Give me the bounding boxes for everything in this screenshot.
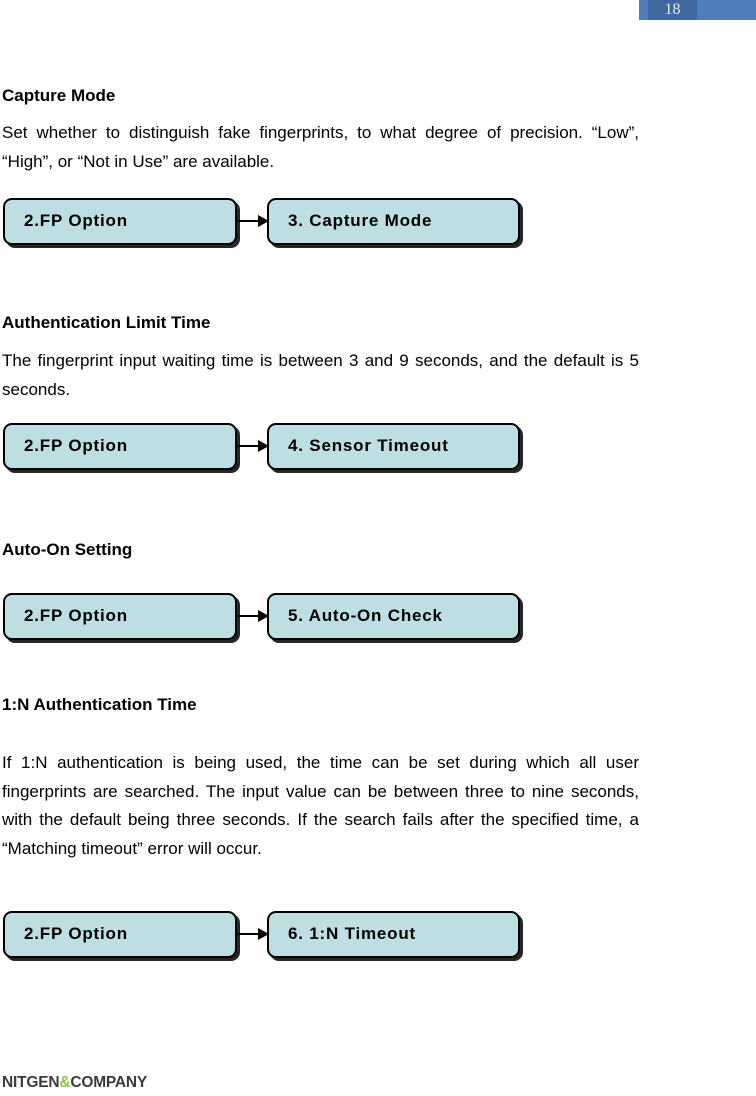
page-header-bar: 18 <box>639 0 756 20</box>
section-heading-1n-auth-time: 1:N Authentication Time <box>2 695 197 714</box>
flow-diagram-auto-on-check: 2.FP Option 5. Auto-On Check <box>3 591 520 641</box>
nitgen-company-logo: NITGEN&COMPANY <box>2 1074 147 1092</box>
flow-diagram-capture-mode: 2.FP Option 3. Capture Mode <box>3 196 520 246</box>
flow-box-auto-on-check: 5. Auto-On Check <box>267 592 520 640</box>
flow-box-sensor-timeout: 4. Sensor Timeout <box>267 422 520 470</box>
section-body-auth-limit-time: The fingerprint input waiting time is be… <box>2 351 639 399</box>
section-heading-auth-limit-time: Authentication Limit Time <box>2 313 211 332</box>
section-heading-capture-mode: Capture Mode <box>2 86 116 105</box>
flow-box-fp-option: 2.FP Option <box>3 910 237 958</box>
flow-box-fp-option: 2.FP Option <box>3 197 237 245</box>
logo-text-nitgen: NITGEN <box>2 1074 60 1091</box>
logo-text-company: COMPANY <box>70 1074 148 1091</box>
arrow-right-icon <box>237 615 267 617</box>
flow-box-fp-option: 2.FP Option <box>3 422 237 470</box>
arrow-right-icon <box>237 933 267 935</box>
arrow-right-icon <box>237 220 267 222</box>
flow-diagram-sensor-timeout: 2.FP Option 4. Sensor Timeout <box>3 421 520 471</box>
page-number: 18 <box>664 1 681 18</box>
section-body-capture-mode: Set whether to distinguish fake fingerpr… <box>2 123 639 171</box>
section-heading-auto-on-setting: Auto-On Setting <box>2 540 133 559</box>
logo-ampersand: & <box>59 1074 71 1091</box>
section-body-1n-auth-time: If 1:N authentication is being used, the… <box>2 753 639 858</box>
page-number-badge: 18 <box>648 0 697 20</box>
flow-box-capture-mode: 3. Capture Mode <box>267 197 520 245</box>
flow-box-1n-timeout: 6. 1:N Timeout <box>267 910 520 958</box>
arrow-right-icon <box>237 445 267 447</box>
flow-diagram-1n-timeout: 2.FP Option 6. 1:N Timeout <box>3 909 520 959</box>
flow-box-fp-option: 2.FP Option <box>3 592 237 640</box>
